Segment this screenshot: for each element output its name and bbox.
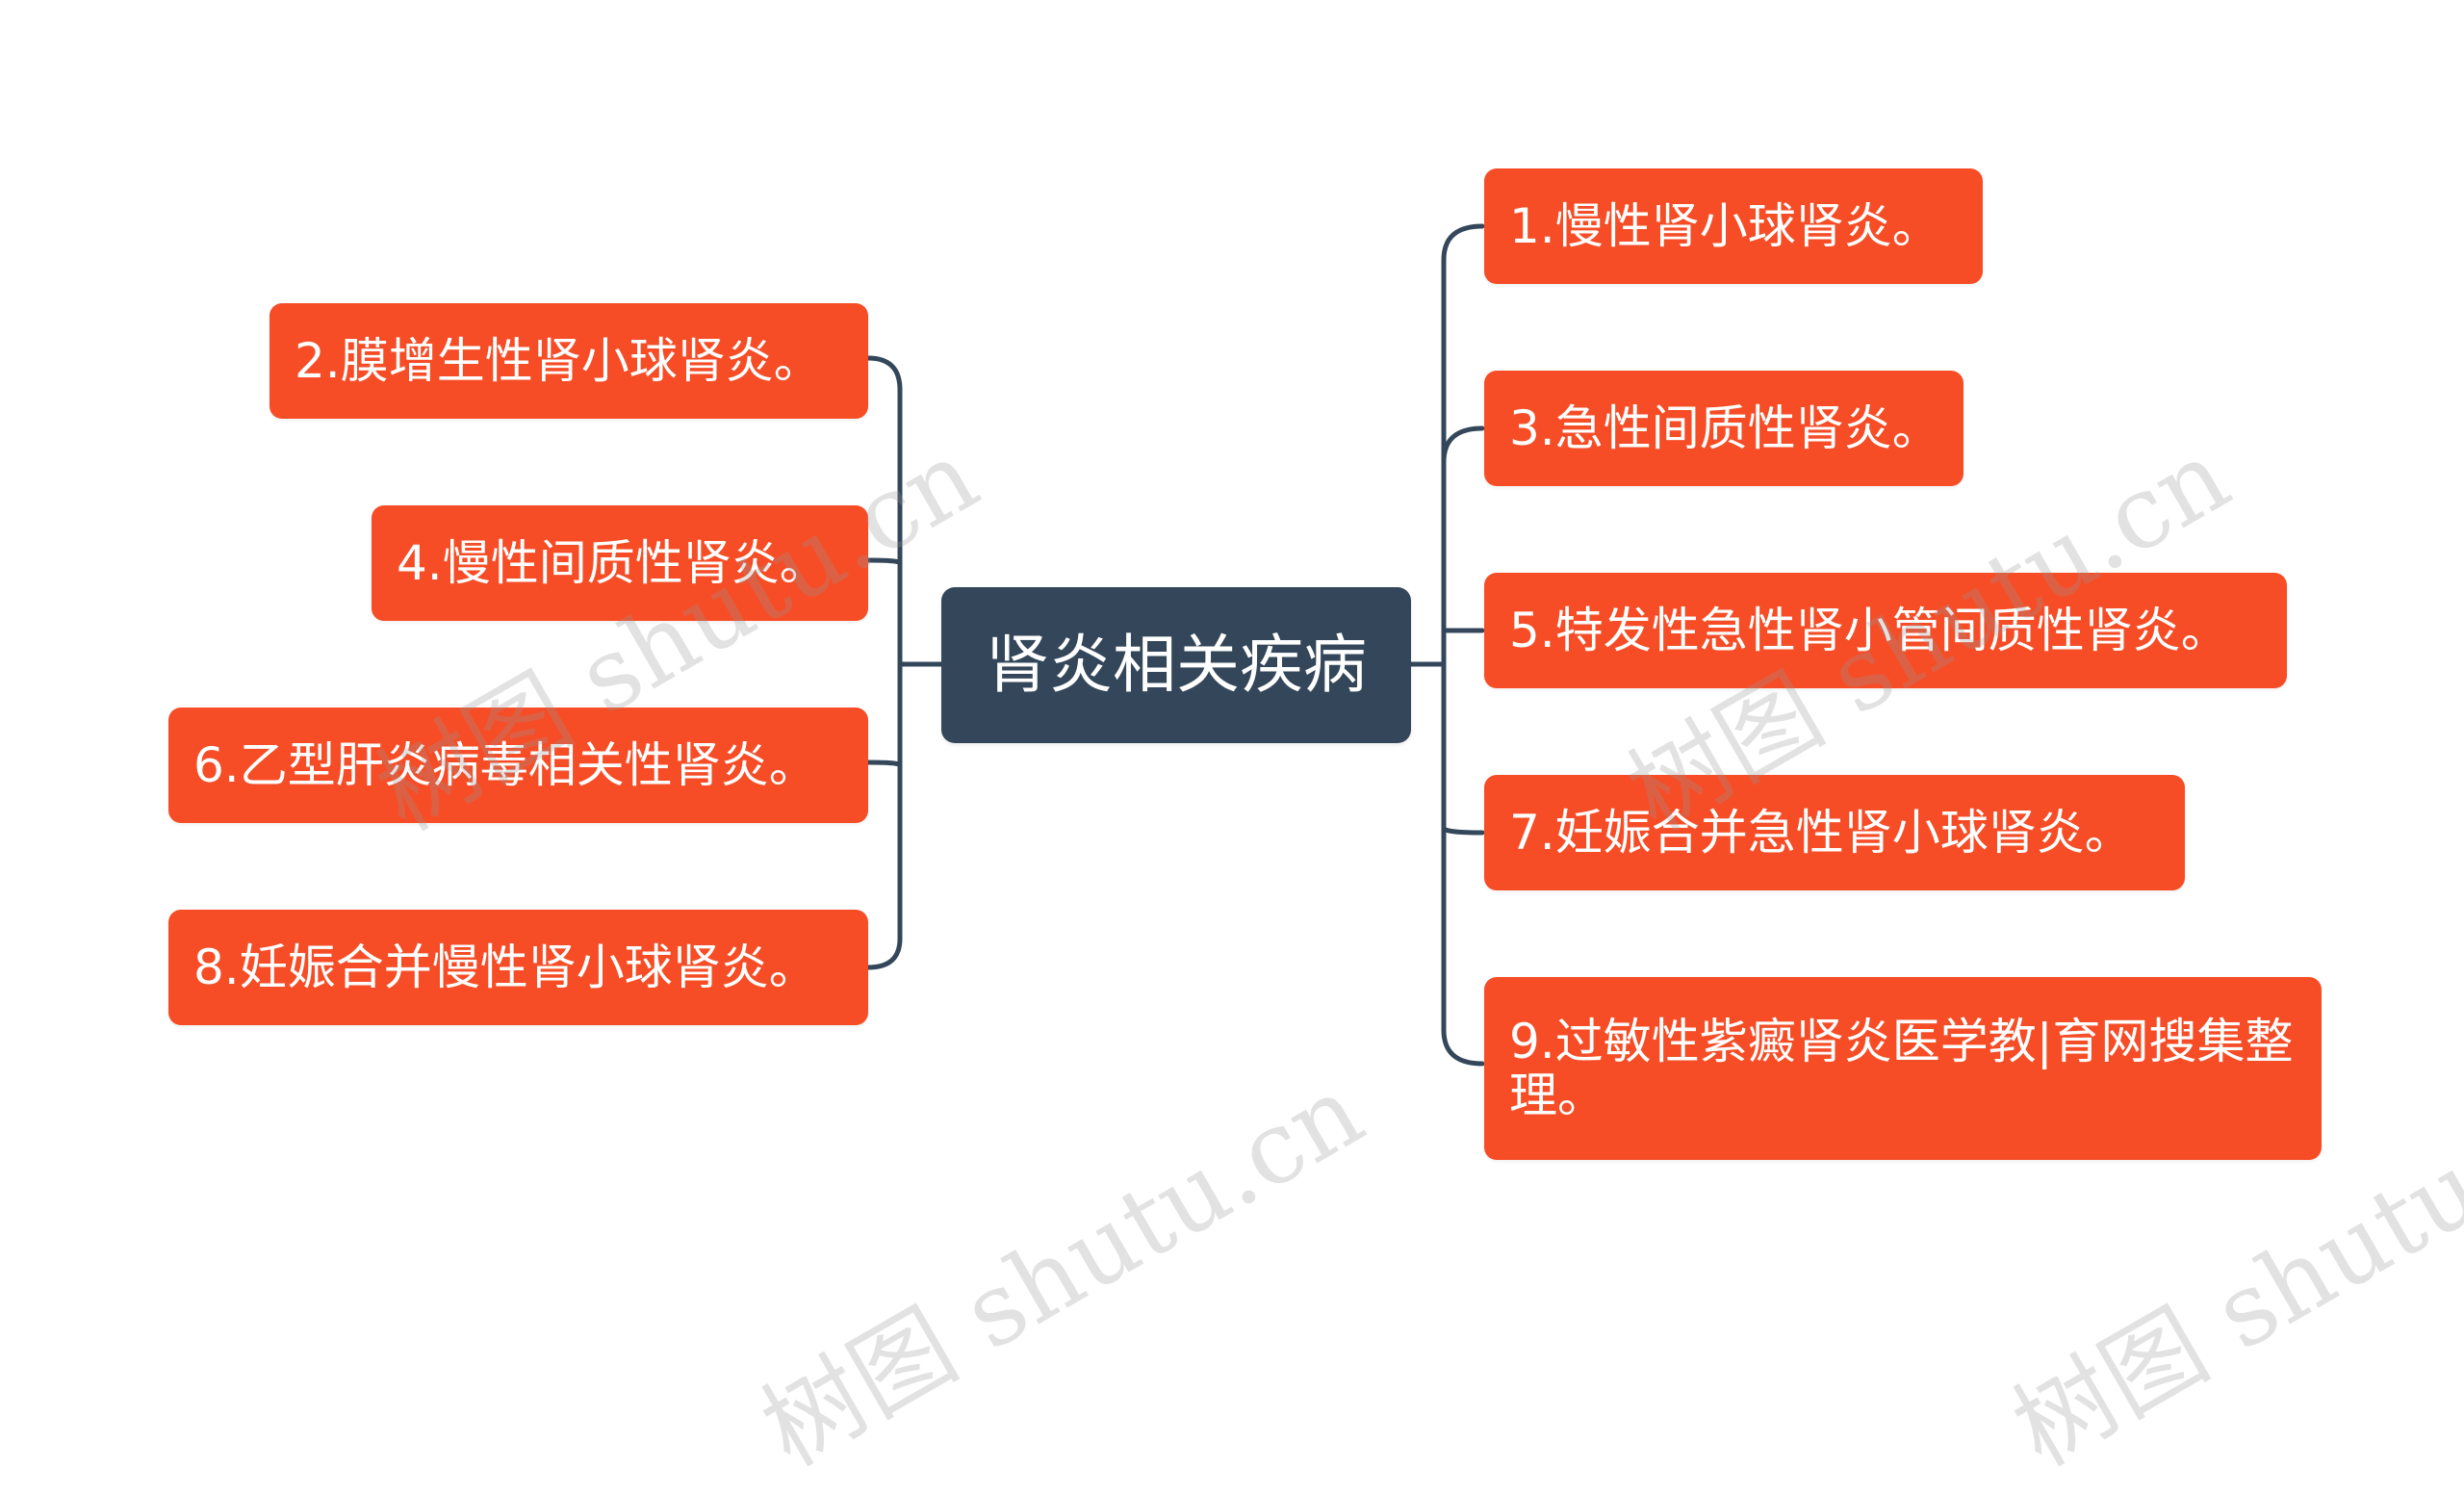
connector-right-3 [1441, 425, 1485, 465]
connector-right-trunk [1441, 223, 1485, 1067]
topic-label: 1.慢性肾小球肾炎。 [1509, 198, 1940, 254]
topic-node-3[interactable]: 3.急性间质性肾炎。 [1484, 371, 1964, 486]
connector-right-5 [1441, 825, 1485, 836]
central-topic-label: 肾炎相关疾病 [986, 628, 1367, 702]
central-topic[interactable]: 肾炎相关疾病 [941, 587, 1411, 743]
topic-label: 3.急性间质性肾炎。 [1509, 400, 1940, 456]
topic-node-6[interactable]: 6.乙型肝炎病毒相关性肾炎。 [168, 708, 868, 823]
connector-left-3 [865, 759, 903, 768]
topic-label: 2.膜增生性肾小球肾炎。 [295, 333, 822, 389]
topic-label: 8.妊娠合并慢性肾小球肾炎。 [193, 940, 817, 995]
topic-node-7[interactable]: 7.妊娠合并急性肾小球肾炎。 [1484, 775, 2185, 890]
topic-label: 9.过敏性紫癜肾炎医学教|育网搜集整理。 [1509, 1014, 2294, 1123]
connector-left-2 [865, 557, 903, 566]
topic-label: 7.妊娠合并急性肾小球肾炎。 [1509, 805, 2133, 861]
topic-node-2[interactable]: 2.膜增生性肾小球肾炎。 [270, 303, 868, 419]
topic-node-8[interactable]: 8.妊娠合并慢性肾小球肾炎。 [168, 910, 868, 1025]
mind-map-canvas: 肾炎相关疾病 2.膜增生性肾小球肾炎。 4.慢性间质性肾炎。 6.乙型肝炎病毒相… [168, 168, 2464, 1488]
topic-node-9[interactable]: 9.过敏性紫癜肾炎医学教|育网搜集整理。 [1484, 977, 2322, 1160]
topic-label: 5.特发性急性肾小管间质性肾炎。 [1509, 603, 2229, 658]
topic-label: 6.乙型肝炎病毒相关性肾炎。 [193, 737, 817, 793]
connector-left-trunk [865, 355, 903, 970]
topic-node-1[interactable]: 1.慢性肾小球肾炎。 [1484, 168, 1983, 284]
topic-node-5[interactable]: 5.特发性急性肾小管间质性肾炎。 [1484, 573, 2287, 688]
topic-node-4[interactable]: 4.慢性间质性肾炎。 [372, 505, 868, 621]
connector-lines [865, 223, 1485, 1067]
topic-label: 4.慢性间质性肾炎。 [397, 535, 828, 591]
